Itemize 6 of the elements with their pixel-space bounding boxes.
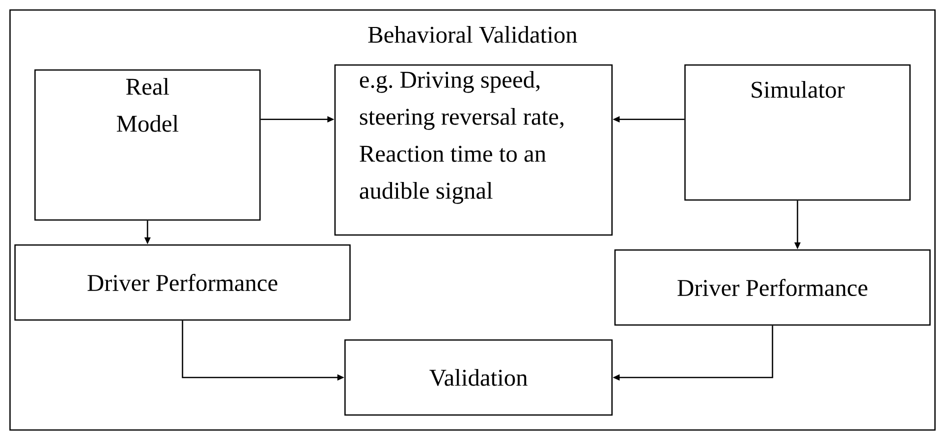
process-box: Validation <box>344 339 613 416</box>
process-box: e.g. Driving speed, steering reversal rate, Reaction time to an audible signal <box>334 64 613 236</box>
process-box: Simulator <box>684 64 911 201</box>
process-box: Real Model <box>34 69 261 221</box>
process-box: Driver Performance <box>614 249 931 326</box>
process-box: Driver Performance <box>14 244 351 321</box>
